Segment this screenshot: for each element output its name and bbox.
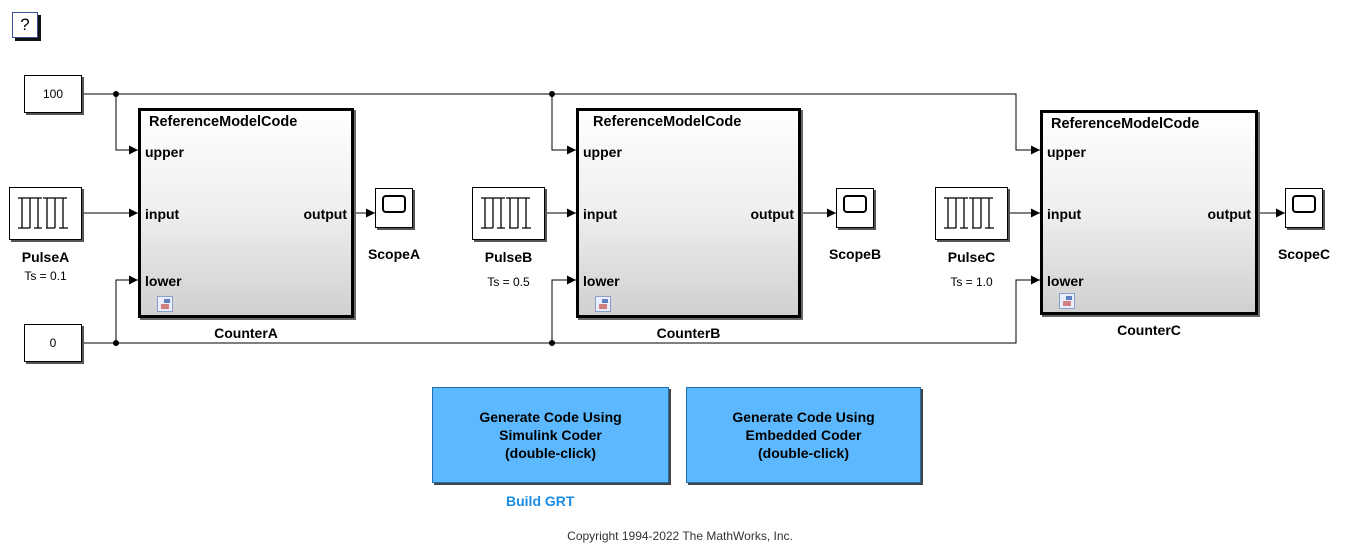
model-reference-icon <box>157 296 173 312</box>
scope-c-block[interactable] <box>1285 188 1323 228</box>
pulse-b-label: PulseB <box>484 249 533 265</box>
button-text-line: Generate Code Using <box>732 409 875 425</box>
help-button[interactable]: ? <box>12 12 38 38</box>
pulse-c-sample-time: Ts = 1.0 <box>950 275 993 289</box>
branch-point <box>549 340 555 346</box>
generate-simulink-coder-button[interactable]: Generate Code Using Simulink Coder (doub… <box>432 387 669 483</box>
branch-point <box>113 91 119 97</box>
output-port-label: output <box>1207 206 1251 222</box>
branch-point <box>113 340 119 346</box>
scope-screen-icon <box>843 195 867 213</box>
upper-port-label: upper <box>145 144 184 160</box>
counter-b-model-block[interactable]: ReferenceModelCode upper input lower out… <box>576 108 801 318</box>
scope-a-label: ScopeA <box>367 246 421 262</box>
counter-c-model-block[interactable]: ReferenceModelCode upper input lower out… <box>1040 110 1258 315</box>
counter-c-label: CounterC <box>1117 322 1181 338</box>
upper-port-label: upper <box>1047 144 1086 160</box>
pulse-a-sample-time: Ts = 0.1 <box>24 269 67 283</box>
pulse-b-sample-time: Ts = 0.5 <box>487 275 530 289</box>
button-text-line: (double-click) <box>504 445 596 461</box>
generate-embedded-coder-button[interactable]: Generate Code Using Embedded Coder (doub… <box>686 387 921 483</box>
scope-c-label: ScopeC <box>1277 246 1331 262</box>
output-port-label: output <box>303 206 347 222</box>
pulse-c-block[interactable] <box>935 187 1008 240</box>
pulse-b-block[interactable] <box>472 187 545 240</box>
scope-a-block[interactable] <box>375 188 413 228</box>
pulse-waveform-icon <box>481 197 531 229</box>
constant-lower-block[interactable]: 0 <box>24 324 82 362</box>
button-text-line: Embedded Coder <box>745 427 862 443</box>
counter-a-model-block[interactable]: ReferenceModelCode upper input lower out… <box>138 108 354 318</box>
button-text-line: Simulink Coder <box>499 427 602 443</box>
model-reference-name: ReferenceModelCode <box>593 114 742 130</box>
input-port-label: input <box>145 206 180 222</box>
lower-port-label: lower <box>1047 273 1084 289</box>
output-port-label: output <box>750 206 794 222</box>
counter-a-label: CounterA <box>214 325 278 341</box>
pulse-waveform-icon <box>18 197 68 229</box>
scope-b-label: ScopeB <box>828 246 882 262</box>
model-reference-icon <box>595 296 611 312</box>
scope-b-block[interactable] <box>836 188 874 228</box>
pulse-waveform-icon <box>944 197 994 229</box>
constant-upper-block[interactable]: 100 <box>24 75 82 113</box>
model-reference-name: ReferenceModelCode <box>149 114 298 130</box>
build-grt-link[interactable]: Build GRT <box>506 493 575 509</box>
copyright-notice: Copyright 1994-2022 The MathWorks, Inc. <box>567 529 793 543</box>
button-text-line: (double-click) <box>757 445 849 461</box>
branch-point <box>549 91 555 97</box>
input-port-label: input <box>1047 206 1082 222</box>
pulse-c-label: PulseC <box>947 249 996 265</box>
model-reference-name: ReferenceModelCode <box>1051 116 1200 132</box>
button-text-line: Generate Code Using <box>479 409 622 425</box>
pulse-a-label: PulseA <box>21 249 70 265</box>
model-reference-icon <box>1059 293 1075 309</box>
input-port-label: input <box>583 206 618 222</box>
scope-screen-icon <box>382 195 406 213</box>
scope-screen-icon <box>1292 195 1316 213</box>
counter-b-label: CounterB <box>656 325 721 341</box>
upper-port-label: upper <box>583 144 622 160</box>
lower-port-label: lower <box>145 273 182 289</box>
pulse-a-block[interactable] <box>9 187 82 240</box>
lower-port-label: lower <box>583 273 620 289</box>
